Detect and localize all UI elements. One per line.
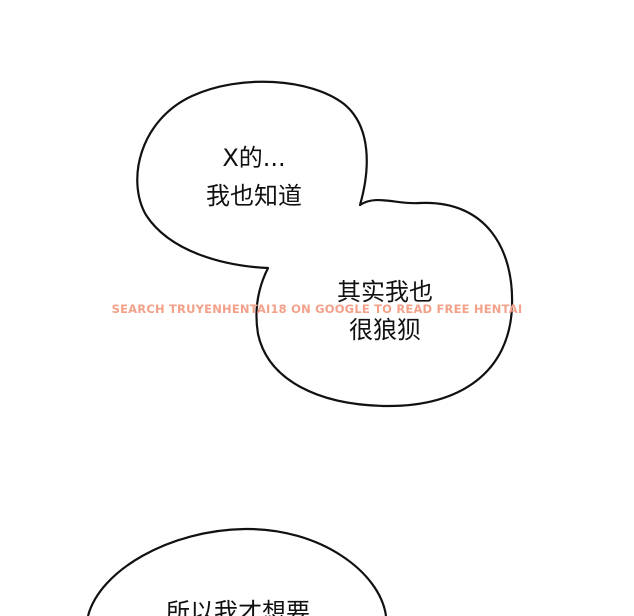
bubble-3-line-1: 所以我才想要 [166,598,310,616]
bubble-2-line-1: 其实我也 [337,278,433,306]
speech-bubble-merged [136,80,514,408]
watermark-text: SEARCH TRUYENHENTAI18 ON GOOGLE TO READ … [112,302,523,316]
bubble-1-line-1: X的... [222,144,285,172]
bubble-2-line-2: 很狼狈 [349,316,421,344]
bubble-1-line-2: 我也知道 [206,182,302,210]
speech-bubble-bottom [86,527,388,616]
